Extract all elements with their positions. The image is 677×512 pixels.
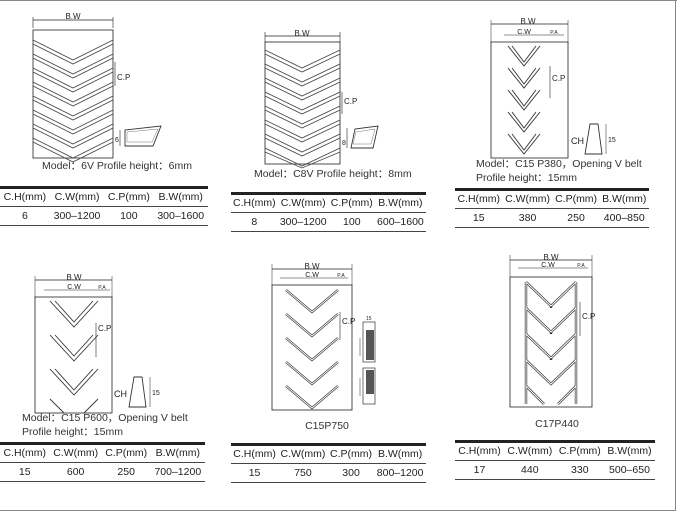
svg-text:15: 15 xyxy=(152,390,160,397)
bw-label: B.W xyxy=(65,12,81,21)
figure-c17p440-belt: B.W C.W P.A C.P xyxy=(509,253,595,408)
svg-text:B.W: B.W xyxy=(304,262,320,271)
height-label: 8 xyxy=(342,140,346,147)
svg-text:P.A: P.A xyxy=(577,263,585,269)
svg-text:C.W: C.W xyxy=(541,262,555,269)
svg-text:15: 15 xyxy=(608,137,616,144)
figure-6v-belt: B.W C.P 6 xyxy=(32,12,162,163)
caption-c8v: Model：C8V Profile height：8mm xyxy=(254,168,412,180)
svg-text:C.W: C.W xyxy=(305,272,319,279)
caption-c15p750: C15P750 xyxy=(305,420,349,432)
caption-c15p600-line1: Model：C15 P600，Opening V belt xyxy=(22,412,188,424)
svg-text:C.P: C.P xyxy=(582,312,595,321)
svg-text:15: 15 xyxy=(366,316,372,322)
cell-cp: 100 xyxy=(104,206,154,226)
svg-text:B.W: B.W xyxy=(520,17,536,26)
caption-c17p440: C17P440 xyxy=(535,418,579,430)
svg-text:CH: CH xyxy=(571,136,584,146)
caption-c15p380-line1: Model：C15 P380，Opening V belt xyxy=(476,158,642,170)
svg-text:C.P: C.P xyxy=(552,74,565,83)
caption-c15p600-line2: Profile height：15mm xyxy=(22,426,123,438)
svg-text:B.W: B.W xyxy=(543,253,559,262)
height-label: 6 xyxy=(115,137,119,144)
caption-c15p380-line2: Profile height：15mm xyxy=(476,172,577,184)
cell-cw: 300–1200 xyxy=(49,206,105,226)
figure-c8v-belt: B.W C.P 8 xyxy=(264,29,379,169)
svg-text:C.P: C.P xyxy=(98,324,111,333)
svg-text:B.W: B.W xyxy=(66,273,82,282)
caption-6v: Model：6V Profile height：6mm xyxy=(42,160,192,172)
figure-c15p750-belt: B.W C.W P.A C.P 15 xyxy=(271,262,376,411)
figure-c15p380-belt: B.W C.W P.A C.P CH 15 xyxy=(490,17,616,159)
svg-text:P.A: P.A xyxy=(337,273,345,279)
svg-text:C.P: C.P xyxy=(342,317,355,326)
svg-text:P.A: P.A xyxy=(98,285,106,291)
cell-ch: 6 xyxy=(0,206,50,226)
cp-label: C.P xyxy=(344,97,357,106)
figure-c15p600-belt: B.W C.W P.A C.P CH 15 xyxy=(34,273,160,414)
svg-text:P.A: P.A xyxy=(550,30,558,36)
top-border xyxy=(0,0,677,1)
cell-bw: 300–1600 xyxy=(153,206,208,226)
bw-label: B.W xyxy=(294,29,310,38)
svg-text:C.W: C.W xyxy=(67,284,81,291)
cp-label: C.P xyxy=(117,73,130,82)
svg-text:CH: CH xyxy=(114,389,127,399)
svg-text:C.W: C.W xyxy=(517,29,531,36)
